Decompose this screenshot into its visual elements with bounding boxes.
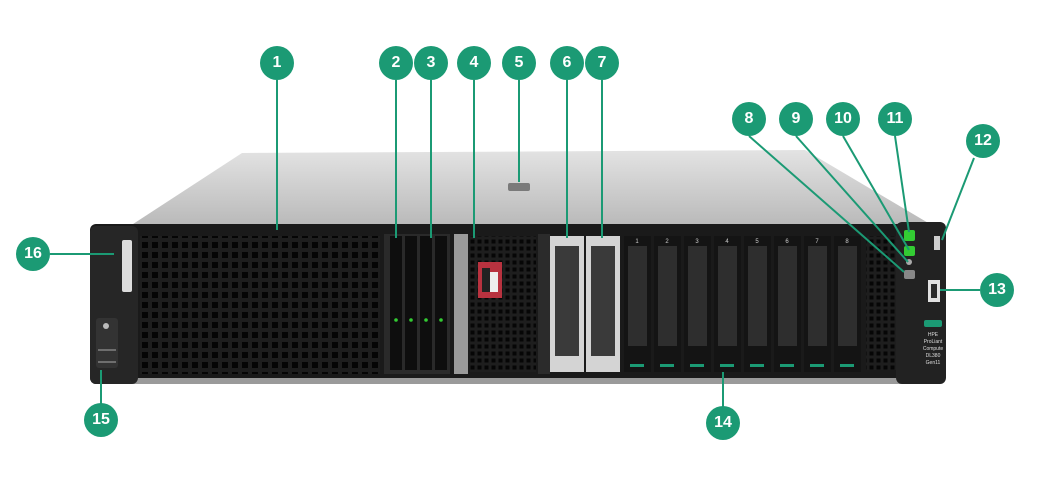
bay-number-label: 8 xyxy=(845,239,849,245)
bay-number-label: 4 xyxy=(725,239,729,245)
hpe-logo-icon xyxy=(924,320,942,327)
usb-port-inner xyxy=(931,284,937,298)
bay-number-label: 3 xyxy=(695,239,699,245)
drive-bay-blank-grille xyxy=(140,236,380,374)
right-vent xyxy=(866,236,896,370)
sff-drive-bays: 1 2 3 4 5 6 7 8 xyxy=(624,236,861,372)
callout-16: 16 xyxy=(16,237,50,271)
callout-4: 4 xyxy=(457,46,491,80)
callout-leaders xyxy=(50,80,980,408)
model-text-line: DL380 xyxy=(926,353,941,359)
callout-1: 1 xyxy=(260,46,294,80)
model-text-line: HPE xyxy=(928,332,939,338)
model-text-line: ProLiant xyxy=(924,339,943,345)
callout-15: 15 xyxy=(84,403,118,437)
callout-7: 7 xyxy=(585,46,619,80)
callout-10: 10 xyxy=(826,102,860,136)
drive-bay[interactable]: 1 xyxy=(624,236,651,372)
drive-bay[interactable]: 5 xyxy=(744,236,771,372)
callout-2: 2 xyxy=(379,46,413,80)
pull-tab[interactable] xyxy=(122,240,132,292)
ilo-service-port[interactable] xyxy=(934,236,940,250)
callout-5: 5 xyxy=(502,46,536,80)
power-button[interactable] xyxy=(904,230,915,241)
drive-bay[interactable]: 2 xyxy=(654,236,681,372)
drive-bay[interactable]: 4 xyxy=(714,236,741,372)
bay-number-label: 2 xyxy=(665,239,669,245)
power-led-icon xyxy=(103,323,109,329)
bay-number-label: 5 xyxy=(755,239,759,245)
bay-number-label: 7 xyxy=(815,239,819,245)
universal-media-bays xyxy=(384,234,450,374)
callout-8: 8 xyxy=(732,102,766,136)
chassis-bottom-edge xyxy=(130,378,920,384)
drive-bay[interactable]: 3 xyxy=(684,236,711,372)
callout-14: 14 xyxy=(706,406,740,440)
drive-bay[interactable]: 8 xyxy=(834,236,861,372)
system-insight-display xyxy=(96,318,118,368)
callout-12: 12 xyxy=(966,124,1000,158)
uid-button[interactable] xyxy=(904,246,915,256)
model-text-line: Compute xyxy=(923,346,944,352)
bay-number-label: 6 xyxy=(785,239,789,245)
callout-11: 11 xyxy=(878,102,912,136)
bay-number-label: 1 xyxy=(635,239,639,245)
drive-bay[interactable]: 7 xyxy=(804,236,831,372)
model-text-line: Gen11 xyxy=(926,360,941,366)
health-led xyxy=(904,270,915,279)
callout-3: 3 xyxy=(414,46,448,80)
callout-6: 6 xyxy=(550,46,584,80)
lid-handle xyxy=(508,183,530,191)
callout-9: 9 xyxy=(779,102,813,136)
drive-cages xyxy=(538,234,620,374)
callout-13: 13 xyxy=(980,273,1014,307)
drive-bay[interactable]: 6 xyxy=(774,236,801,372)
ocp-module xyxy=(454,234,536,374)
